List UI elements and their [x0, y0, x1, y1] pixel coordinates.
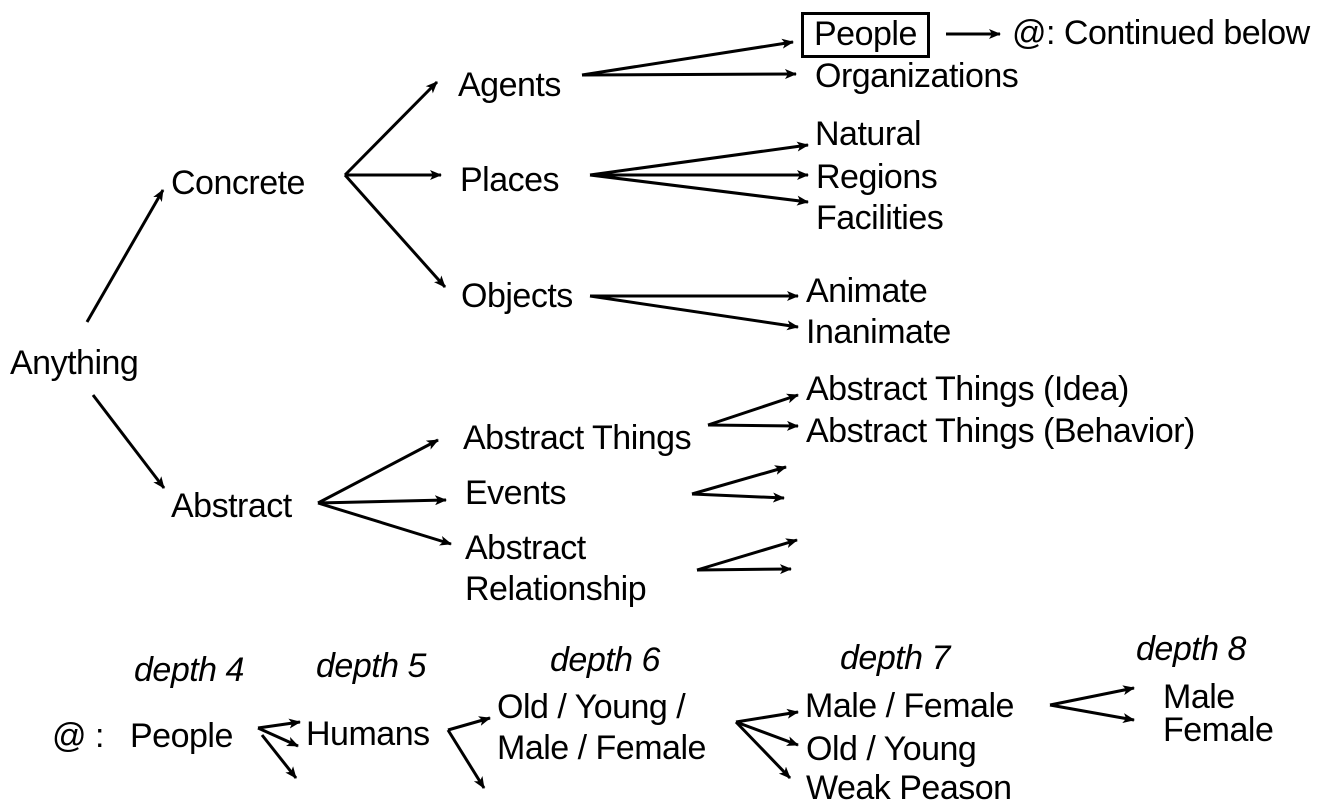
node-d7-old-young: Old / Young: [806, 730, 977, 768]
node-concrete: Concrete: [171, 164, 305, 202]
depth-6-label: depth 6: [550, 641, 660, 679]
node-people-boxed: People: [801, 12, 930, 58]
node-anything: Anything: [10, 344, 139, 382]
node-d7-weak-peason: Weak Peason: [806, 769, 1012, 807]
edge-places-natural: [589, 141, 809, 177]
node-abstract-idea: Abstract Things (Idea): [806, 370, 1129, 408]
node-d8-female: Female: [1163, 711, 1274, 749]
edge-events-b: [691, 492, 785, 503]
edge-d6-male-female: [735, 708, 799, 724]
edge-abstract-things-idea: [707, 393, 799, 427]
edge-d6-old-young: [735, 720, 799, 747]
edge-humans-d6: [447, 716, 491, 732]
edge-humans-down: [446, 729, 486, 789]
edge-abstract-relationship: [317, 501, 452, 546]
depth-4-label: depth 4: [134, 651, 244, 689]
edge-anything-concrete: [85, 189, 165, 323]
node-objects: Objects: [461, 277, 573, 315]
edge-events-a: [691, 465, 787, 496]
edge-agents-organizations: [581, 69, 797, 80]
edge-concrete-agents: [343, 80, 439, 177]
edge-anything-abstract: [91, 394, 166, 489]
node-abstract-relationship-line1: Abstract: [465, 529, 586, 567]
continued-note: @: Continued below: [1012, 14, 1310, 52]
depth-7-label: depth 7: [840, 639, 950, 677]
edge-abstract-things-behavior: [707, 420, 799, 431]
node-agents: Agents: [458, 66, 561, 104]
node-animate: Animate: [806, 272, 928, 310]
node-places: Places: [460, 161, 560, 199]
continuation-marker: @ :: [52, 717, 104, 755]
edge-d7-female: [1049, 703, 1135, 723]
edge-people-humans-c: [260, 734, 298, 779]
edge-abstract-abstract-things: [317, 438, 439, 505]
edge-concrete-objects: [343, 174, 447, 288]
node-abstract-things: Abstract Things: [463, 419, 692, 457]
node-facilities: Facilities: [816, 199, 944, 237]
edge-people-humans-b: [257, 726, 299, 748]
node-abstract-relationship-line2: Relationship: [465, 570, 647, 608]
edge-d7-male: [1049, 685, 1135, 707]
node-d6-line2: Male / Female: [497, 729, 706, 767]
node-d8-male: Male: [1163, 678, 1235, 716]
node-natural: Natural: [815, 115, 922, 153]
node-d7-male-female: Male / Female: [805, 687, 1014, 725]
depth-8-label: depth 8: [1136, 630, 1246, 668]
node-organizations: Organizations: [815, 57, 1019, 95]
node-inanimate: Inanimate: [806, 313, 951, 351]
edge-relationship-a: [696, 538, 798, 572]
edge-agents-people: [581, 38, 794, 77]
node-d4-people: People: [130, 717, 233, 755]
edge-relationship-b: [696, 564, 792, 575]
edge-abstract-events: [317, 495, 447, 506]
node-d6-line1: Old / Young /: [497, 688, 686, 726]
node-d5-humans: Humans: [306, 715, 430, 753]
node-regions: Regions: [816, 158, 938, 196]
edge-objects-inanimate: [589, 294, 799, 331]
node-abstract-behavior: Abstract Things (Behavior): [806, 412, 1195, 450]
edge-people-humans-a: [257, 718, 301, 730]
depth-5-label: depth 5: [316, 647, 426, 685]
edge-d6-weak: [734, 720, 792, 780]
node-events: Events: [465, 474, 566, 512]
edge-places-facilities: [589, 173, 809, 206]
node-abstract: Abstract: [171, 487, 292, 525]
